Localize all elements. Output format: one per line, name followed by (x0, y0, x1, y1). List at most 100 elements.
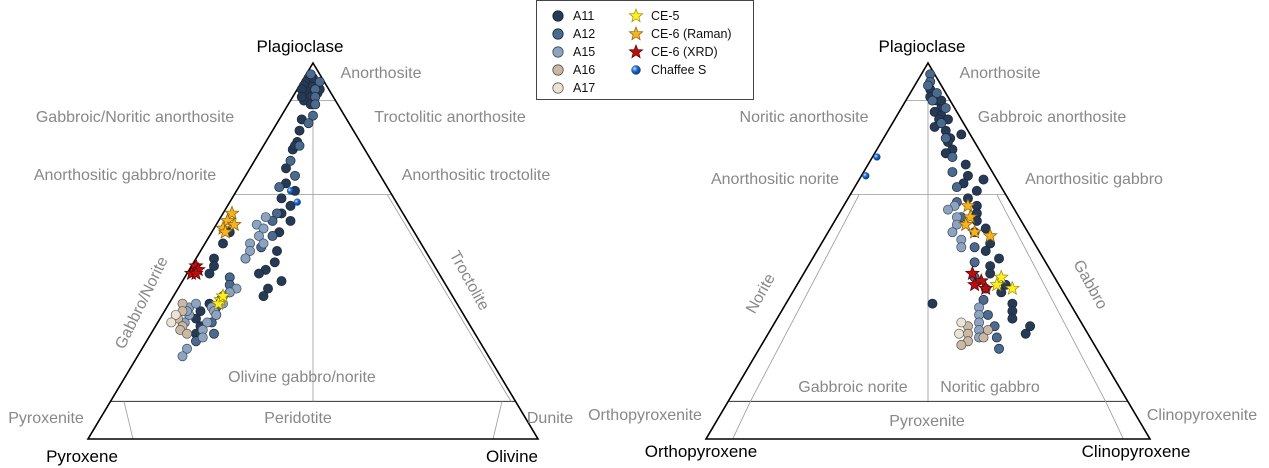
region-label-olivine-gabbro-norite: Olivine gabbro/norite (228, 369, 376, 386)
left-point-ce-6-raman- (217, 224, 233, 239)
region-label-pyroxenite: Pyroxenite (8, 410, 84, 427)
right-point-ce-6-raman- (960, 197, 976, 213)
left-point-a15 (258, 238, 269, 249)
left-point-a11 (296, 91, 307, 102)
right-point-ce-5 (989, 276, 1005, 292)
region-label-anorthositic-norite: Anorthositic norite (711, 171, 839, 188)
right-point-a17 (956, 317, 967, 328)
left-point-a15 (245, 246, 255, 256)
left-point-a12 (267, 231, 278, 241)
right-point-a11 (1020, 328, 1031, 339)
legend-label: A16 (573, 63, 596, 77)
right-point-a12 (947, 152, 958, 162)
legend-marker-circle (549, 62, 567, 78)
right-point-a11 (980, 246, 991, 256)
left-point-a12 (314, 76, 325, 87)
legend-marker-circle (549, 44, 567, 60)
left-point-a15 (197, 332, 208, 343)
right-point-a12 (994, 343, 1004, 354)
apex-label-clinopyroxene: Clinopyroxene (1082, 442, 1191, 461)
legend-marker-star (627, 44, 645, 60)
left-point-a15 (258, 223, 269, 234)
left-point-a12 (310, 99, 321, 110)
right-point-a11 (960, 159, 971, 170)
left-point-a11 (281, 163, 291, 174)
region-label-orthopyroxenite: Orthopyroxenite (588, 407, 702, 424)
left-point-a11 (285, 200, 296, 211)
left-point-ce-6-raman- (219, 212, 236, 228)
right-point-a11 (963, 170, 973, 181)
left-point-a11 (258, 291, 269, 302)
left-point-a12 (305, 69, 316, 80)
left-point-a11 (294, 125, 305, 136)
legend-marker-star (627, 26, 645, 42)
left-point-a12 (274, 182, 285, 193)
boundary-line (732, 401, 751, 440)
region-label-gabbroic-anorthosite: Gabbroic anorthosite (978, 109, 1127, 126)
left-point-ce-6-raman- (226, 216, 242, 232)
right-point-a11 (956, 129, 967, 140)
left-point-a11 (254, 268, 264, 279)
right-point-a15 (943, 204, 953, 215)
left-point-a11 (285, 215, 296, 226)
right-point-ce-6-xrd- (978, 280, 994, 296)
left-point-chaffee-s (293, 198, 301, 206)
apex-label-pyroxene: Pyroxene (46, 447, 118, 466)
legend-item-a15: A15 (549, 44, 595, 60)
legend-marker-star (627, 8, 645, 24)
right-point-a12 (991, 332, 1002, 343)
left-point-a12 (272, 208, 282, 219)
left-point-a12 (308, 110, 318, 121)
right-point-a11 (1025, 321, 1036, 332)
right-point-a15 (947, 227, 958, 238)
right-point-a16 (978, 332, 989, 343)
region-label-anorthosite: Anorthosite (341, 65, 422, 82)
left-point-a15 (254, 231, 264, 241)
legend-marker-circle (549, 26, 567, 42)
region-label-troctolitic-anorthosite: Troctolitic anorthosite (374, 109, 526, 126)
right-point-a12 (969, 257, 980, 268)
left-point-a11 (276, 276, 287, 287)
region-label-norite: Norite (743, 271, 779, 317)
ternary-outline (86, 61, 540, 440)
right-point-a12 (923, 80, 933, 91)
legend-item-ce-5: CE-5 (627, 8, 679, 24)
right-point-a12 (927, 95, 938, 106)
legend-marker-circle (549, 80, 567, 96)
left-point-ce-6-xrd- (188, 265, 204, 281)
legend-label: A17 (573, 81, 596, 95)
apex-label-orthopyroxene: Orthopyroxene (645, 442, 757, 461)
right-point-ce-5 (993, 269, 1009, 284)
boundary-line (123, 401, 134, 440)
right-point-chaffee-s (862, 172, 870, 180)
region-label-gabbroic-noritic-anorthosite: Gabbroic/Noritic anorthosite (36, 109, 234, 126)
right-point-ce-5 (1004, 280, 1020, 296)
right-point-ce-6-raman- (962, 209, 978, 224)
left-point-a12 (294, 140, 305, 151)
legend-item-ce-6-raman-: CE-6 (Raman) (627, 26, 732, 42)
left-point-a15 (182, 343, 192, 354)
right-point-a15 (956, 242, 967, 253)
apex-label-plagioclase: Plagioclase (257, 37, 344, 56)
region-label-anorthosite: Anorthosite (960, 65, 1041, 82)
region-label-peridotite: Peridotite (264, 410, 332, 427)
right-point-ce-6-raman- (982, 227, 998, 243)
left-point-a11 (204, 268, 215, 279)
right-point-a12 (982, 309, 993, 320)
left-point-a17 (166, 317, 177, 328)
region-label-dunite: Dunite (527, 410, 573, 427)
right-point-ce-6-raman- (967, 224, 983, 239)
right-point-ce-6-xrd- (967, 276, 983, 292)
left-point-a11 (218, 238, 228, 249)
right-point-a11 (1007, 313, 1018, 324)
left-point-a15 (211, 309, 222, 320)
left-point-chaffee-s (286, 187, 295, 195)
right-point-a16 (956, 340, 967, 350)
left-point-a11 (269, 257, 280, 268)
right-point-a17 (954, 328, 965, 339)
left-point-a15 (202, 317, 213, 328)
legend-item-a16: A16 (549, 62, 595, 78)
